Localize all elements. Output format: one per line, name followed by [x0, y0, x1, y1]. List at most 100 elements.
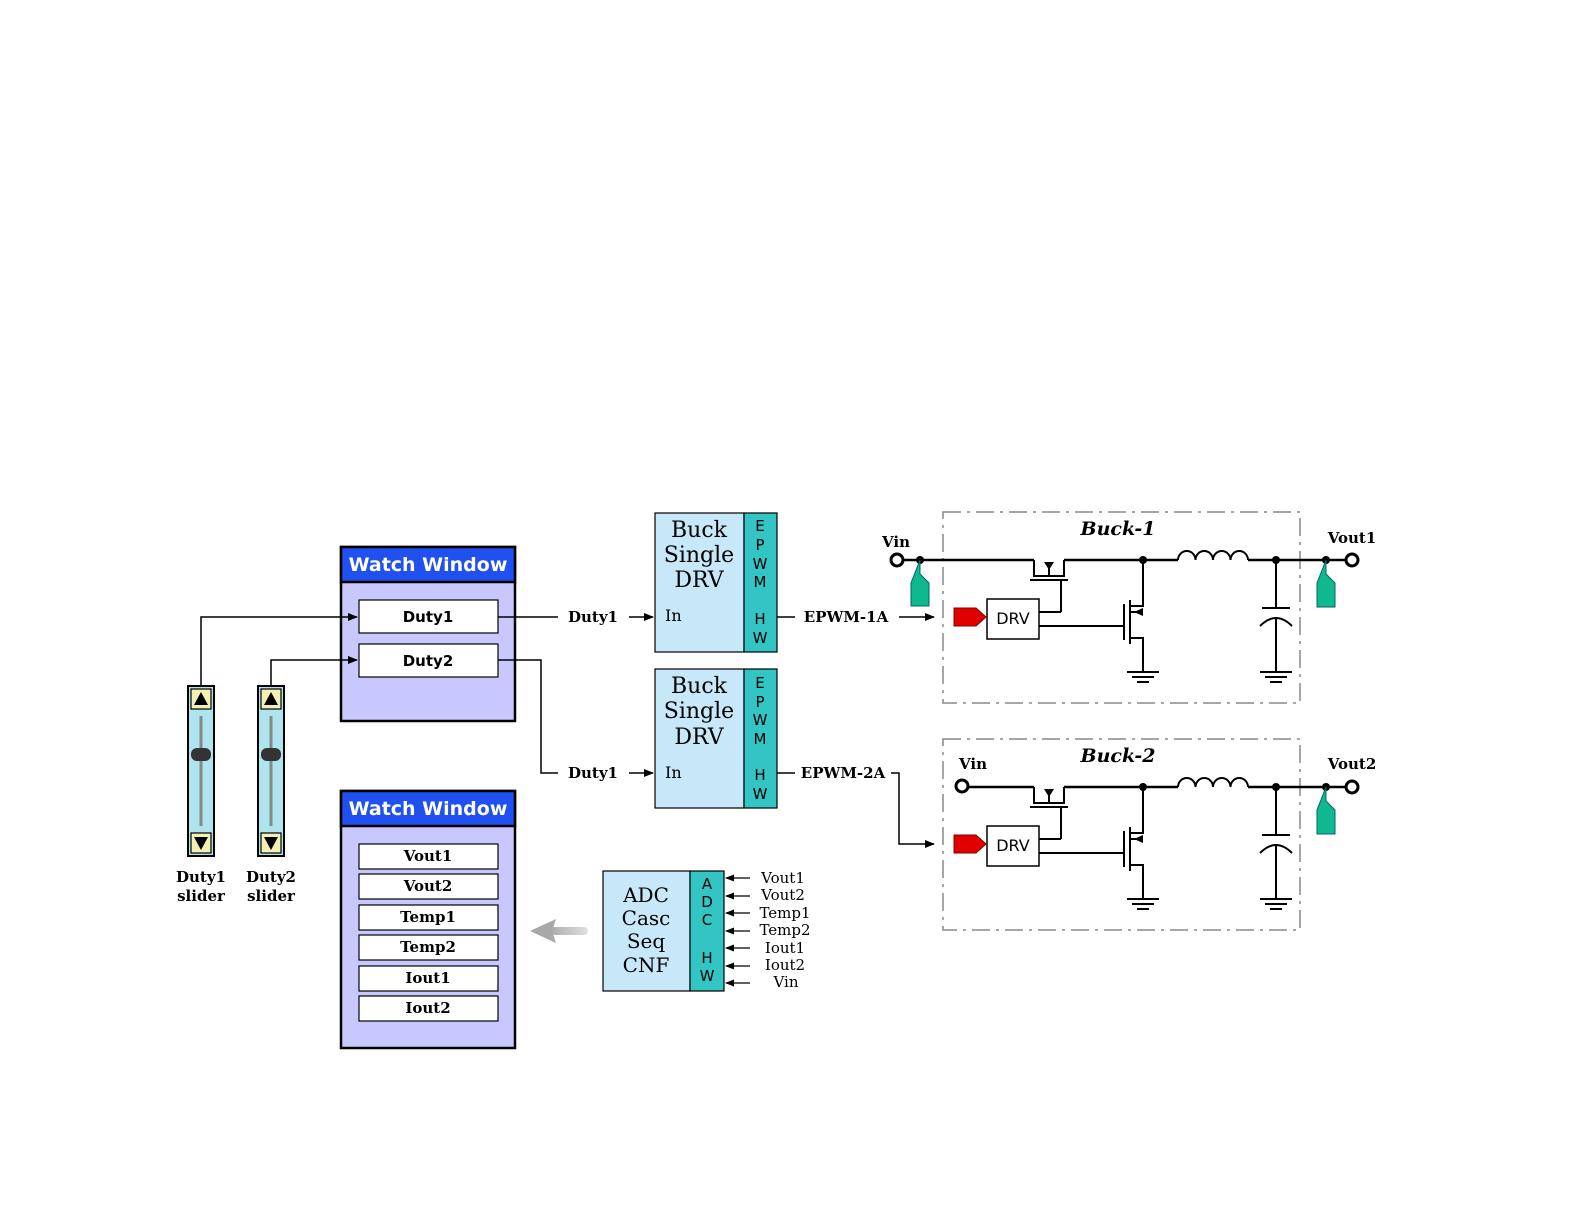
slider-label: Duty2 — [246, 868, 296, 886]
slider-thumb[interactable] — [261, 748, 281, 761]
watch-field-label: Iout2 — [405, 999, 450, 1017]
adc-input-label: Vin — [772, 973, 798, 991]
strip-letter: P — [755, 536, 764, 554]
duty1-slider[interactable] — [188, 686, 214, 856]
buck-title: Buck-2 — [1080, 745, 1156, 767]
drv-label: DRV — [996, 836, 1030, 855]
vin-label: Vin — [881, 533, 910, 551]
buck-single-drv-module-2: Buck Single DRV In E P W M H W — [655, 669, 777, 808]
strip-letter: M — [754, 573, 767, 591]
watch-field-label: Vout2 — [403, 877, 453, 895]
mosfet-arrow — [1134, 835, 1143, 843]
epwm-2a-label: EPWM-2A — [801, 764, 886, 782]
strip-letter: W — [753, 555, 768, 573]
strip-letter: H — [701, 949, 712, 967]
drv-outputs — [1039, 839, 1124, 853]
vout-terminal — [1346, 554, 1358, 566]
strip-letter: H — [754, 610, 765, 628]
duty1-signal-label: Duty1 — [568, 764, 618, 782]
mosfet-arrow — [1134, 608, 1143, 616]
pwm-input-tag-icon — [954, 835, 986, 853]
epwm-1a-label: EPWM-1A — [804, 608, 889, 626]
mosfet-arrow — [1044, 789, 1054, 797]
watch-field-label: Duty2 — [403, 652, 454, 670]
pwm-input-tag-icon — [954, 608, 986, 626]
epwm-connections — [777, 617, 934, 844]
strip-letter: W — [700, 967, 715, 985]
adc-probe-tag-icon — [1317, 787, 1335, 834]
module-title-line: Single — [664, 699, 734, 724]
inductor-icon — [1178, 551, 1248, 560]
slider-connections — [201, 617, 357, 686]
adc-input-label: Vout2 — [760, 886, 805, 904]
strip-letter: H — [754, 766, 765, 784]
strip-letter: W — [753, 785, 768, 803]
watch-window-title: Watch Window — [349, 798, 508, 820]
adc-input-label: Iout2 — [765, 956, 805, 974]
drv-outputs — [1039, 612, 1124, 626]
adc-input-label: Iout1 — [765, 939, 805, 957]
slider-label: Duty1 — [176, 868, 226, 886]
watch-window-title: Watch Window — [349, 554, 508, 576]
strip-letter: C — [702, 911, 712, 929]
watch-field-label: Temp1 — [400, 908, 456, 926]
strip-letter: W — [753, 711, 768, 729]
adc-probe-tag-icon — [911, 560, 929, 606]
low-side-mosfet-icon — [1124, 787, 1143, 899]
adc-input-label: Temp1 — [759, 904, 810, 922]
slider-thumb[interactable] — [191, 748, 211, 761]
inductor-icon — [1178, 778, 1248, 787]
ground-icon — [1260, 672, 1292, 682]
watch-window-inputs: Watch Window Duty1 Duty2 — [341, 547, 515, 721]
strip-letter: E — [755, 517, 764, 535]
strip-letter: D — [701, 893, 713, 911]
duty-connections — [498, 617, 653, 773]
buck-2-stage: Buck-2 Vin Vout2 DRV — [943, 739, 1376, 930]
duty1-signal-label: Duty1 — [568, 608, 618, 626]
vout-terminal — [1346, 781, 1358, 793]
strip-letter: W — [753, 629, 768, 647]
slider-label-suffix: slider — [247, 887, 296, 905]
module-title-line: Casc — [622, 906, 671, 930]
vin-label: Vin — [958, 755, 987, 773]
watch-field-label: Vout1 — [403, 847, 453, 865]
module-title-line: Single — [664, 543, 734, 568]
vout-label: Vout2 — [1327, 755, 1377, 773]
watch-field-label: Iout1 — [405, 969, 450, 987]
ground-icon — [1260, 899, 1292, 909]
module-title-line: DRV — [674, 568, 724, 593]
buck-1-stage: Buck-1 Vin Vout1 DRV — [881, 512, 1376, 703]
duty2-slider[interactable] — [258, 686, 284, 856]
vout-label: Vout1 — [1327, 529, 1377, 547]
watch-field-label: Duty1 — [403, 608, 454, 626]
ground-icon — [1127, 672, 1159, 682]
slider-label-suffix: slider — [177, 887, 226, 905]
watch-field-label: Temp2 — [400, 938, 456, 956]
adc-input-label: Vout1 — [760, 869, 805, 887]
vin-terminal — [891, 554, 903, 566]
module-title-line: Buck — [671, 674, 728, 699]
gray-flow-arrow-icon — [530, 919, 588, 943]
module-title-line: Buck — [671, 518, 728, 543]
strip-letter: A — [702, 875, 713, 893]
module-title-line: ADC — [622, 883, 669, 907]
adc-casc-seq-cnf-module: ADC Casc Seq CNF A D C H W — [603, 871, 724, 991]
strip-letter: E — [755, 674, 764, 692]
drv-label: DRV — [996, 609, 1030, 628]
adc-probe-tag-icon — [1317, 560, 1335, 607]
module-input-label: In — [665, 606, 682, 625]
mosfet-arrow — [1044, 562, 1054, 570]
capacitor-icon — [1260, 560, 1292, 672]
module-input-label: In — [665, 763, 682, 782]
strip-letter: P — [755, 693, 764, 711]
buck-title: Buck-1 — [1080, 518, 1156, 540]
module-title-line: CNF — [623, 953, 670, 977]
low-side-mosfet-icon — [1124, 560, 1143, 672]
buck-single-drv-module-1: Buck Single DRV In E P W M H W — [655, 513, 777, 652]
adc-input-arrows — [726, 878, 750, 983]
module-title-line: DRV — [674, 725, 724, 750]
ground-icon — [1127, 899, 1159, 909]
strip-letter: M — [754, 730, 767, 748]
capacitor-icon — [1260, 787, 1292, 899]
